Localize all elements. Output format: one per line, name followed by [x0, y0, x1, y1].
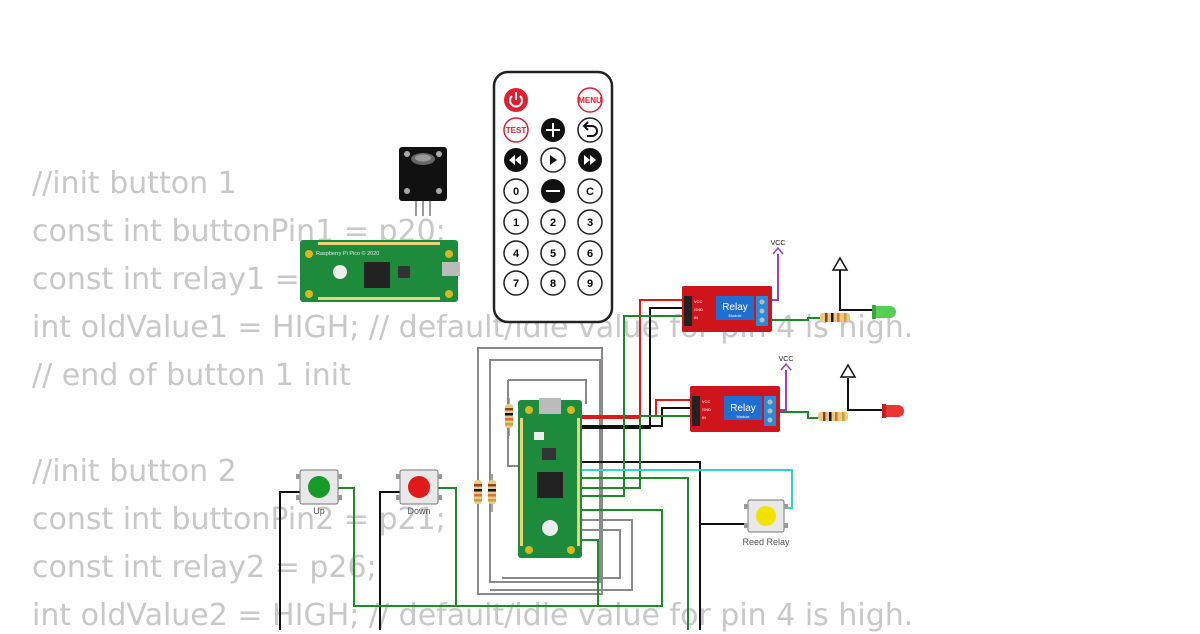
digit-label: 8 — [550, 278, 556, 290]
relay-pin-label: VCC — [702, 399, 711, 404]
relay-title: Relay — [730, 403, 756, 414]
vcc-label: VCC — [771, 240, 786, 247]
relay-pin-label: IN — [702, 415, 706, 420]
pico-board-main[interactable] — [518, 398, 582, 558]
remote-digit-button-7[interactable]: 7 — [503, 270, 529, 296]
remote-digit-button-1[interactable]: 1 — [503, 209, 529, 235]
rewind-icon — [509, 155, 521, 165]
digit-label: 5 — [550, 248, 556, 260]
back-arrow-icon — [582, 121, 598, 137]
relay-module-2[interactable]: Relay Module VCC GND IN — [690, 386, 780, 432]
power-arrow-2 — [839, 363, 857, 378]
resistor-led-2 — [818, 412, 848, 421]
up-button-label: Up — [313, 506, 325, 516]
remote-back-button[interactable] — [577, 117, 603, 143]
clear-label: C — [586, 186, 594, 198]
relay-title: Relay — [722, 302, 748, 313]
resistor-pullup-1 — [505, 398, 513, 436]
remote-digit-button-4[interactable]: 4 — [503, 240, 529, 266]
relay-module-1[interactable]: Relay Module VCC GND IN — [682, 286, 772, 332]
remote-clear-button[interactable]: C — [577, 178, 603, 204]
led-green — [872, 305, 896, 319]
digit-label: 9 — [587, 278, 593, 290]
vcc-symbol-2: VCC — [779, 356, 794, 371]
remote-plus-button[interactable] — [541, 118, 565, 142]
fast-forward-icon — [584, 155, 596, 165]
resistor-pullup-2 — [474, 474, 482, 512]
resistor-led-1 — [820, 313, 850, 322]
led-red — [882, 404, 904, 418]
ir-receiver[interactable] — [399, 147, 447, 216]
remote-play-button[interactable] — [540, 147, 566, 173]
remote-digit-button-3[interactable]: 3 — [577, 209, 603, 235]
remote-digit-button-8[interactable]: 8 — [540, 270, 566, 296]
digit-label: 3 — [587, 217, 593, 229]
remote-fast-forward-button[interactable] — [578, 148, 602, 172]
remote-power-button[interactable] — [504, 88, 528, 112]
digit-label: 6 — [587, 248, 593, 260]
relay-pin-label: VCC — [694, 299, 703, 304]
relay-subtitle: Module — [728, 313, 742, 318]
power-icon — [509, 92, 523, 108]
vcc-label: VCC — [779, 356, 794, 363]
pico-board-top[interactable]: Raspberry Pi Pico © 2020 — [300, 240, 460, 302]
down-button-label: Down — [407, 506, 430, 516]
remote-digit-button-9[interactable]: 9 — [577, 270, 603, 296]
relay-pin-label: IN — [694, 315, 698, 320]
reed-relay-label: Reed Relay — [742, 537, 790, 547]
digit-label: 1 — [513, 217, 519, 229]
relay-pin-label: GND — [694, 307, 703, 312]
test-label: TEST — [506, 126, 527, 135]
pico-board-label: Raspberry Pi Pico © 2020 — [316, 250, 379, 257]
relay-pin-label: GND — [702, 407, 711, 412]
zero-label: 0 — [513, 186, 519, 198]
resistor-pullup-3 — [488, 474, 496, 512]
plus-icon — [546, 123, 560, 137]
up-button[interactable]: Up — [296, 469, 342, 516]
vcc-symbol-1: VCC — [771, 240, 786, 255]
remote-rewind-button[interactable] — [504, 148, 528, 172]
reed-relay-button[interactable]: Reed Relay — [742, 499, 790, 547]
remote-digit-button-5[interactable]: 5 — [540, 240, 566, 266]
down-button[interactable]: Down — [396, 469, 442, 516]
ir-remote[interactable]: MENU TEST 0 — [492, 70, 614, 324]
remote-test-button[interactable]: TEST — [503, 117, 529, 143]
power-arrow-1 — [831, 256, 849, 271]
digit-label: 4 — [513, 248, 520, 260]
relay-subtitle: Module — [736, 414, 750, 419]
menu-label: MENU — [578, 96, 602, 105]
remote-digit-button-2[interactable]: 2 — [540, 209, 566, 235]
remote-minus-button[interactable] — [541, 179, 565, 203]
digit-label: 7 — [513, 278, 519, 290]
remote-zero-button[interactable]: 0 — [503, 178, 529, 204]
play-icon — [550, 155, 557, 165]
digit-label: 2 — [550, 217, 556, 229]
remote-menu-button[interactable]: MENU — [577, 87, 603, 113]
remote-digit-button-6[interactable]: 6 — [577, 240, 603, 266]
